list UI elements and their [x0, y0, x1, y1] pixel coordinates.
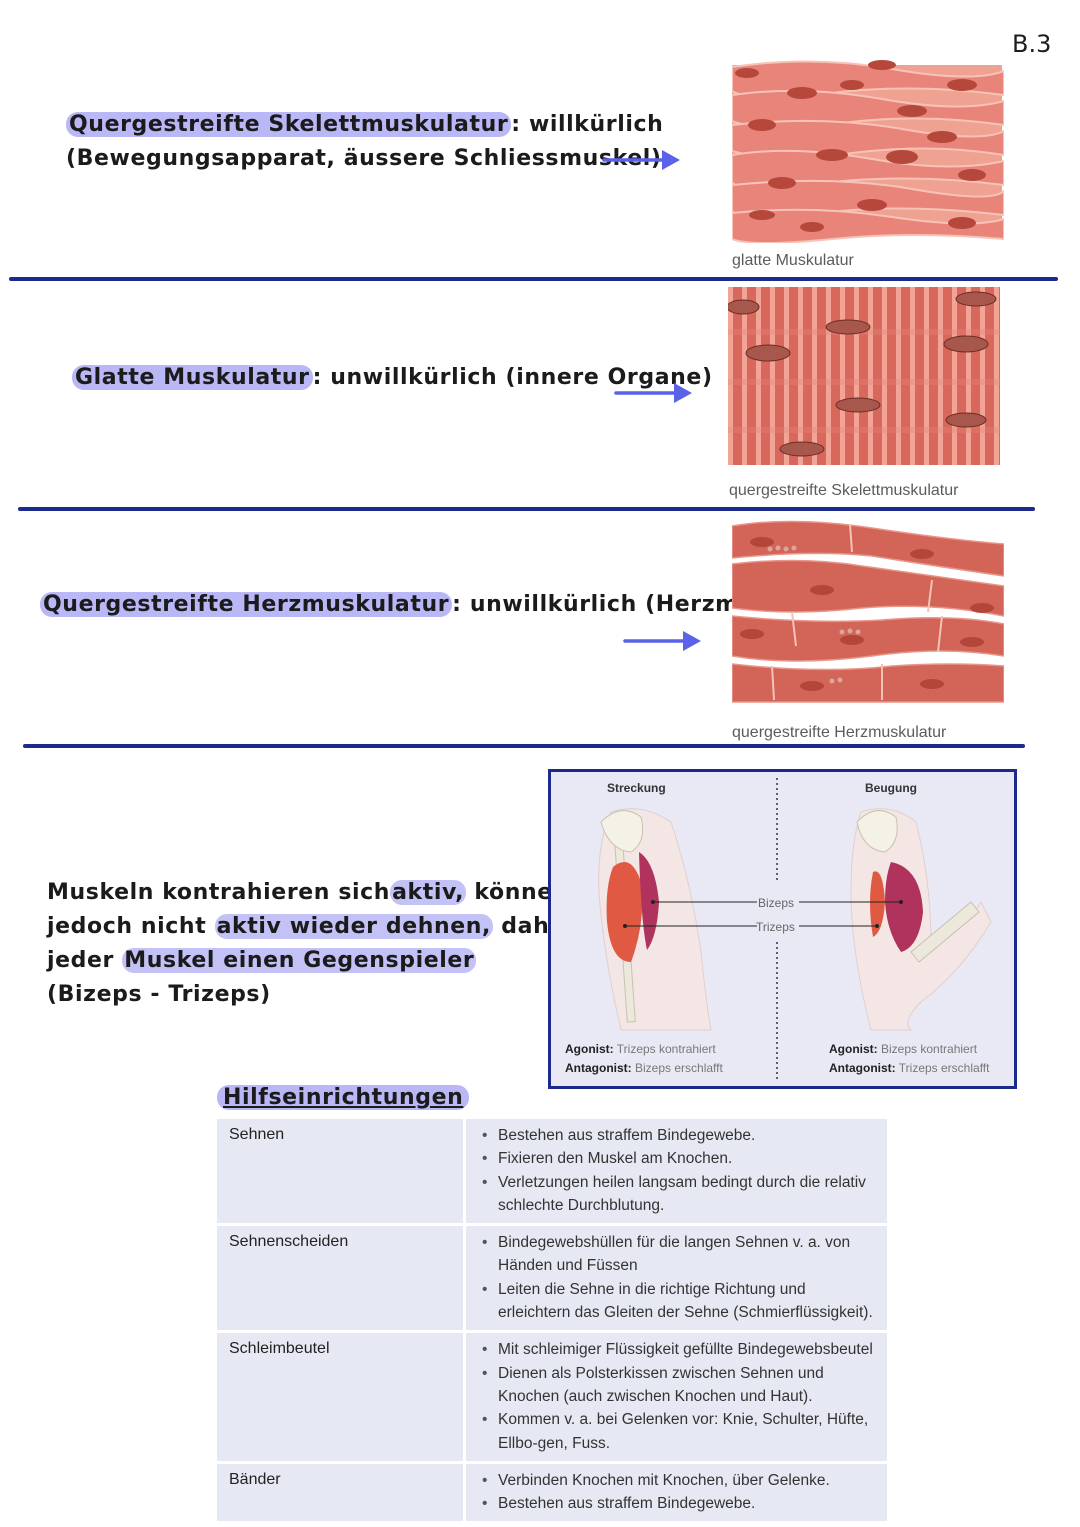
- table-row: Sehnenscheiden Bindegewebshüllen für die …: [217, 1226, 887, 1334]
- separator-line: [9, 277, 1058, 281]
- row-points: Verbinden Knochen mit Knochen, über Gele…: [466, 1463, 887, 1525]
- beugung-title: Beugung: [865, 781, 917, 795]
- row-points: Bindegewebshüllen für die langen Sehnen …: [466, 1226, 887, 1334]
- row-points: Mit schleimiger Flüssigkeit gefüllte Bin…: [466, 1333, 887, 1464]
- left-legend: Agonist: Trizeps kontrahiert Antagonist:…: [565, 1042, 723, 1075]
- list-item: Mit schleimiger Flüssigkeit gefüllte Bin…: [482, 1338, 879, 1362]
- label-trizeps: Trizeps: [756, 920, 795, 934]
- arrow-right-icon: [602, 148, 682, 172]
- page-number: B.3: [1012, 30, 1052, 58]
- arm-illustration: [598, 778, 992, 1080]
- list-item: Bestehen aus straffem Bindegewebe.: [482, 1124, 879, 1148]
- caption-glatte: glatte Muskulatur: [732, 252, 854, 269]
- list-item: Verletzungen heilen langsam bedingt durc…: [482, 1171, 879, 1218]
- hilfseinrichtungen-table: SehnenBestehen aus straffem Bindegewebe.…: [217, 1119, 887, 1525]
- caption-skelett: quergestreifte Skelettmuskulatur: [729, 482, 959, 499]
- table-heading: Hilfseinrichtungen: [217, 1081, 470, 1115]
- table-row: SehnenBestehen aus straffem Bindegewebe.…: [217, 1119, 887, 1227]
- caption-herz: quergestreifte Herzmuskulatur: [732, 724, 947, 741]
- list-item: Dienen als Polsterkissen zwischen Sehnen…: [482, 1362, 879, 1409]
- table-row: Bänder Verbinden Knochen mit Knochen, übe…: [217, 1463, 887, 1525]
- smooth-muscle-image: [731, 55, 1005, 248]
- antagonist-text: Muskeln kontrahieren sichaktiv, können s…: [47, 880, 628, 1007]
- row-name: Schleimbeutel: [217, 1333, 466, 1464]
- section-skelett-text: Quergestreifte Skelettmuskulatur: willkü…: [66, 108, 663, 176]
- arrow-right-icon: [623, 629, 703, 653]
- section-herz-text: Quergestreifte Herzmuskulatur: unwillkür…: [40, 588, 818, 622]
- label-bizeps: Bizeps: [758, 896, 795, 910]
- list-item: Verbinden Knochen mit Knochen, über Gele…: [482, 1469, 879, 1493]
- row-name: Sehnenscheiden: [217, 1226, 466, 1334]
- term-herz: Quergestreifte Herzmuskulatur: [40, 592, 453, 617]
- arm-figure: Streckung Beugung Bizeps Trizeps Agonist…: [548, 769, 1017, 1089]
- list-item: Leiten die Sehne in die richtige Richtun…: [482, 1278, 879, 1325]
- term-glatte: Glatte Muskulatur: [72, 365, 313, 390]
- term-skelett: Quergestreifte Skelettmuskulatur: [66, 112, 512, 137]
- separator-line: [23, 744, 1025, 748]
- striated-muscle-image: [726, 287, 1001, 472]
- row-points: Bestehen aus straffem Bindegewebe.Fixier…: [466, 1119, 887, 1227]
- streckung-title: Streckung: [607, 781, 666, 795]
- separator-line: [18, 507, 1035, 511]
- cardiac-muscle-image: [731, 516, 1005, 711]
- section-glatte-text: Glatte Muskulatur: unwillkürlich (innere…: [72, 361, 713, 395]
- section-skelett-line2: (Bewegungsapparat, äussere Schliessmuske…: [66, 146, 662, 171]
- arrow-right-icon: [614, 381, 694, 405]
- list-item: Kommen v. a. bei Gelenken vor: Knie, Sch…: [482, 1408, 879, 1455]
- list-item: Bestehen aus straffem Bindegewebe.: [482, 1492, 879, 1516]
- table-row: Schleimbeutel Mit schleimiger Flüssigkeit…: [217, 1333, 887, 1464]
- list-item: Fixieren den Muskel am Knochen.: [482, 1147, 879, 1171]
- right-legend: Agonist: Bizeps kontrahiert Antagonist: …: [829, 1042, 990, 1075]
- row-name: Bänder: [217, 1463, 466, 1525]
- list-item: Bindegewebshüllen für die langen Sehnen …: [482, 1231, 879, 1278]
- row-name: Sehnen: [217, 1119, 466, 1227]
